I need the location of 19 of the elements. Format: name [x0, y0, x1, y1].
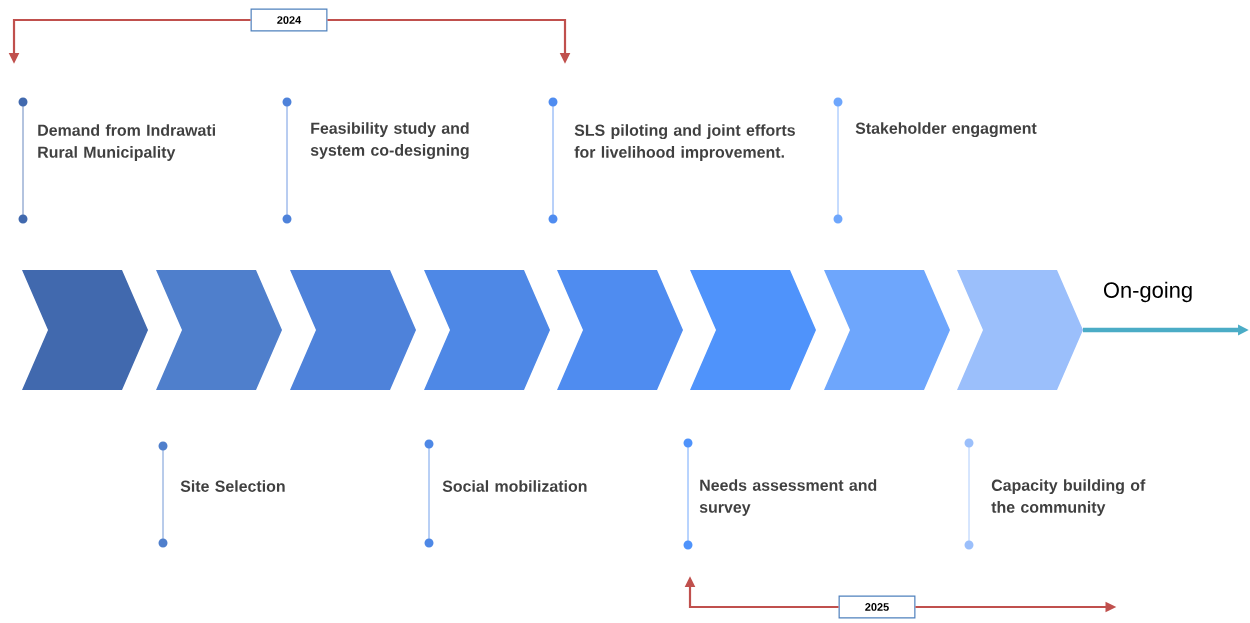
chevron-shape [957, 270, 1083, 390]
chevron-shape [557, 270, 683, 390]
year-box: 2024 [250, 8, 328, 32]
milestone-text: Stakeholder engagment [855, 122, 1037, 138]
milestone-text: Capacity building of the community [991, 479, 1146, 516]
milestone-text: Site Selection [180, 480, 285, 492]
chevron-shape [290, 270, 416, 390]
chevron-shape [22, 270, 148, 390]
chevron-shape [690, 270, 816, 390]
chevron-shape [424, 270, 550, 390]
year-box: 2025 [838, 595, 916, 619]
milestone-text: Needs assessment and survey [699, 479, 877, 516]
chevron-shape [156, 270, 282, 390]
milestone-text: SLS piloting and joint efforts for livelihood improvement. [574, 124, 795, 161]
milestone-text: Demand from Indrawati Rural Municipality [38, 124, 215, 161]
milestone-text: Feasibility study and system co-designing [310, 122, 469, 160]
milestone-text: Social mobilization [442, 480, 587, 492]
edge-label: On-going [1101, 280, 1195, 304]
chevron-shape [824, 270, 950, 390]
